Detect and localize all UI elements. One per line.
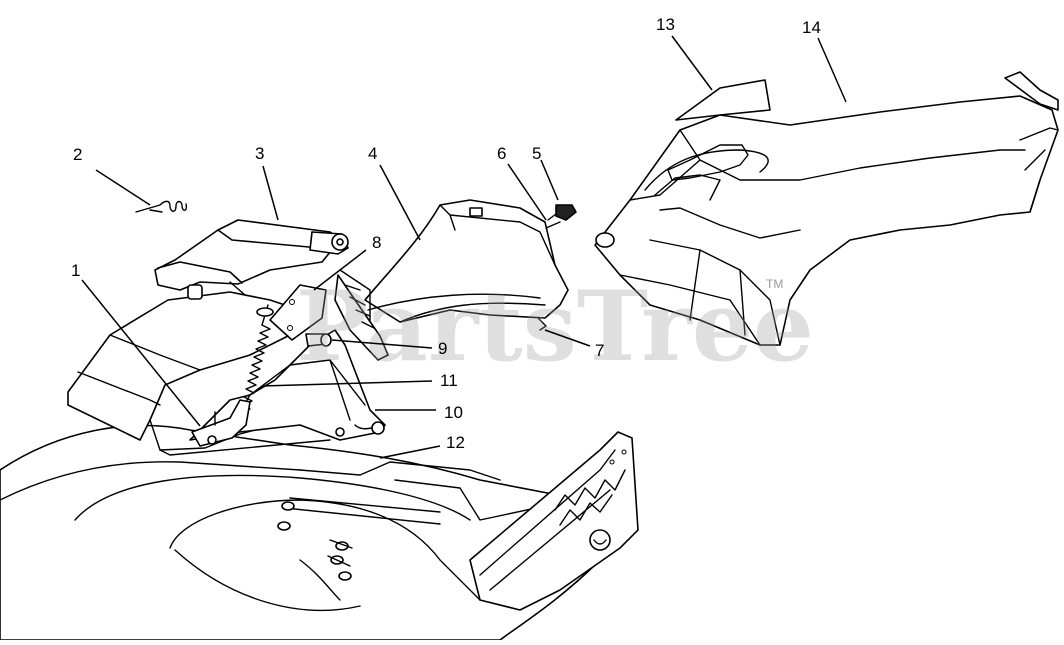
callout-6: 6	[497, 144, 506, 163]
deck-housing	[0, 424, 611, 641]
watermark-trademark: TM	[766, 277, 783, 291]
spring-clip	[135, 200, 188, 213]
extension-spring	[241, 304, 274, 410]
deflector-flap	[675, 71, 1059, 213]
leader-13	[671, 35, 713, 91]
bag-adapter-chute	[339, 199, 569, 331]
leader-12	[379, 445, 441, 459]
height-adjust-bracket	[469, 431, 639, 611]
callout-5: 5	[532, 144, 541, 163]
callout-labels: 1 2 3 4 5 6 7 8 9 10 11 12 13 14	[71, 15, 821, 452]
callout-12: 12	[446, 433, 465, 452]
tab-clip	[537, 204, 577, 331]
callout-2: 2	[73, 145, 82, 164]
callout-10: 10	[444, 403, 463, 422]
callout-4: 4	[368, 144, 377, 163]
leader-11	[261, 380, 433, 387]
leader-9	[331, 339, 433, 349]
leader-6	[507, 163, 547, 221]
callout-3: 3	[255, 144, 264, 163]
lower-mount-tab	[191, 399, 251, 447]
callout-9: 9	[438, 339, 447, 358]
leader-lines	[81, 35, 847, 459]
hinge-bracket	[334, 274, 389, 361]
side-discharge-chute	[594, 95, 1059, 346]
leader-5	[540, 159, 559, 201]
callout-13: 13	[656, 15, 675, 34]
callout-7: 7	[595, 341, 604, 360]
leader-3	[262, 165, 279, 221]
callout-14: 14	[802, 18, 821, 37]
leader-14	[817, 37, 847, 103]
watermark-text: PartsTree	[296, 270, 814, 383]
pivot-pin	[305, 333, 332, 347]
leader-2	[95, 169, 151, 206]
door-handle	[154, 219, 341, 300]
leader-8	[313, 249, 367, 291]
leader-7	[544, 329, 591, 347]
bracket-plate	[269, 284, 327, 341]
leader-1	[81, 279, 201, 427]
callout-8: 8	[372, 233, 381, 252]
callout-11: 11	[440, 371, 458, 390]
hinge-rod	[309, 231, 349, 255]
leader-4	[379, 164, 421, 241]
watermark: PartsTree TM	[296, 270, 814, 383]
callout-1: 1	[71, 261, 80, 280]
